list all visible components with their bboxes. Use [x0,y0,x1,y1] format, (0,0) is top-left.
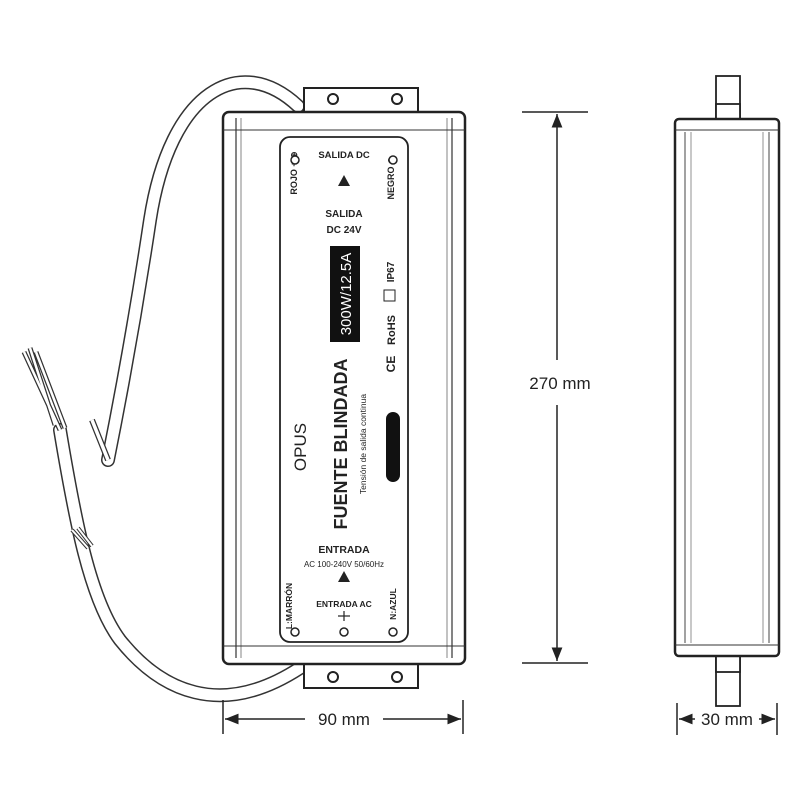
product-name: FUENTE BLINDADA [331,359,351,530]
product-subtitle: Tensión de salida continua [358,394,368,494]
rohs-text: RoHS [386,315,398,345]
depth-dimension: 30 mm [676,703,778,735]
live-terminal-label: L:MARRÓN [283,583,294,629]
output-label-line1: SALIDA [325,209,362,220]
status-window [386,412,400,482]
input-cable [21,347,307,703]
side-view [673,75,781,707]
input-ac-label: ENTRADA AC [316,599,372,609]
length-label: 270 mm [529,374,590,393]
output-title: SALIDA DC [318,150,370,161]
weee-bin-icon [383,289,396,302]
output-arrow-icon [338,175,350,186]
ip-rating-text: IP67 [386,261,397,282]
depth-label: 30 mm [701,710,753,729]
side-housing [673,117,781,658]
input-arrow-icon [338,571,350,582]
ce-mark: CE [384,356,398,373]
input-spec: AC 100-240V 50/60Hz [304,560,384,569]
bottom-mounting-flange [303,664,419,689]
neutral-terminal-label: N:AZUL [388,588,398,620]
terminal-screws [290,155,398,637]
width-dimension: 90 mm [222,700,464,734]
output-cable [89,75,305,467]
rating-badge [330,246,360,342]
positive-terminal-label: ROJO + ⊕ [289,151,299,194]
label-panel: SALIDA DC ROJO + ⊕ NEGRO ⊖ SALIDA DC 24V… [279,136,409,643]
brand-logo: OPUS [291,423,310,471]
top-mounting-flange [303,87,419,112]
rating-text: 300W/12.5A [338,253,355,336]
negative-terminal-label: NEGRO ⊖ [386,156,396,199]
input-title: ENTRADA [318,544,370,556]
ground-symbol-icon [338,611,350,621]
length-dimension: 270 mm [522,111,591,664]
output-label-line2: DC 24V [326,225,361,236]
width-label: 90 mm [318,710,370,729]
